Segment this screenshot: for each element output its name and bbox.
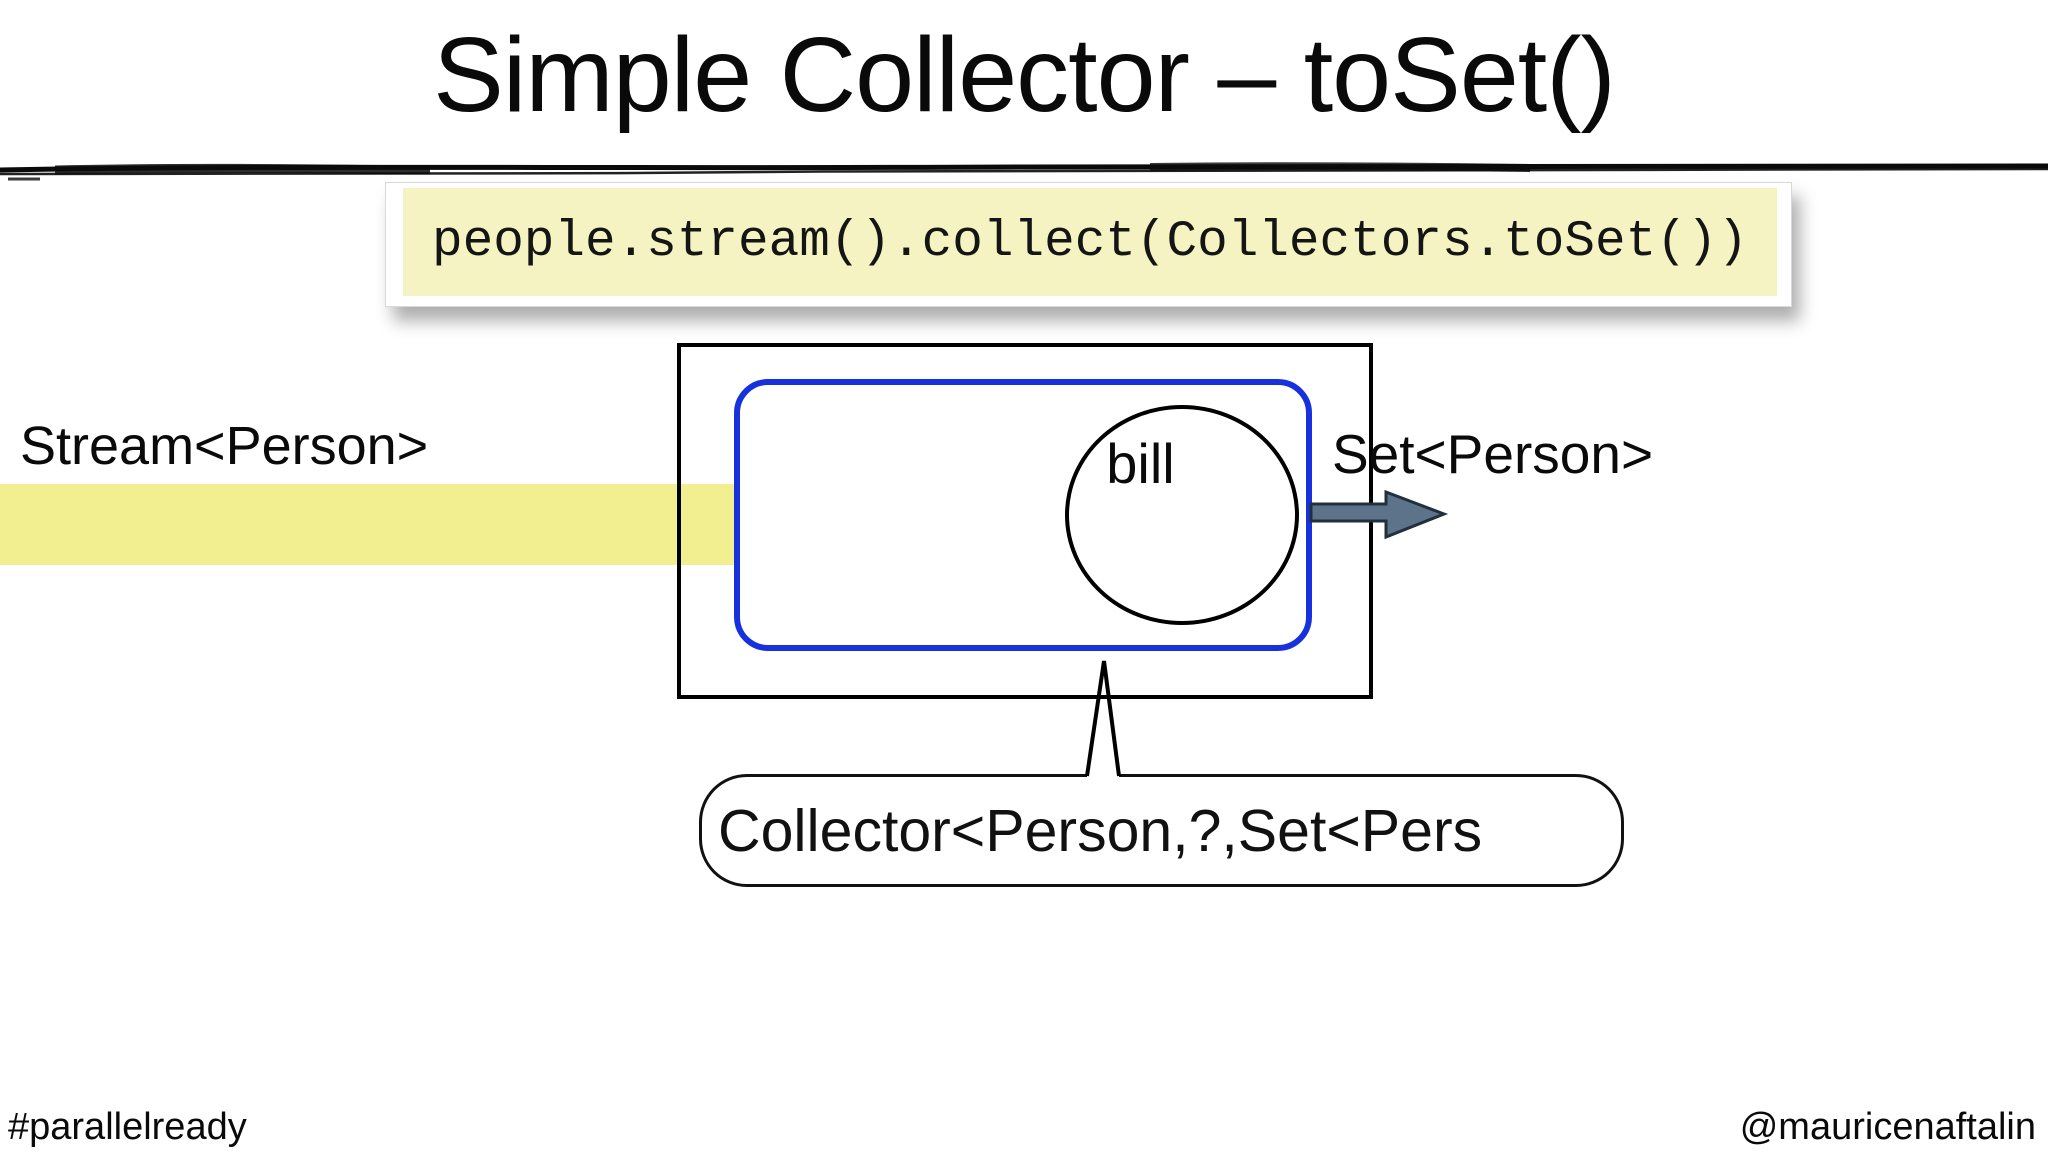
slide-title: Simple Collector – toSet() <box>433 16 1616 134</box>
callout-pointer <box>1085 660 1121 783</box>
hand-drawn-divider <box>0 162 2048 181</box>
callout-box: Collector<Person,?,Set<Pers <box>699 774 1624 887</box>
footer-twitter-handle: @mauricenaftalin <box>1739 1106 2036 1148</box>
result-arrow-icon <box>1309 489 1449 540</box>
stream-band <box>0 484 742 565</box>
set-person-label: Set<Person> <box>1332 423 1654 485</box>
callout-label: Collector<Person,?,Set<Pers <box>718 798 1483 864</box>
collector-outer-box <box>677 343 1373 699</box>
code-snippet-box: people.stream().collect(Collectors.toSet… <box>385 182 1792 307</box>
stream-person-label: Stream<Person> <box>20 416 429 476</box>
footer-hashtag: #parallelready <box>8 1106 247 1148</box>
accumulator-bill-label: bill <box>1106 432 1175 495</box>
code-snippet-text: people.stream().collect(Collectors.toSet… <box>431 214 1748 271</box>
accumulator-circle <box>1065 405 1299 625</box>
code-snippet-background: people.stream().collect(Collectors.toSet… <box>403 188 1777 296</box>
